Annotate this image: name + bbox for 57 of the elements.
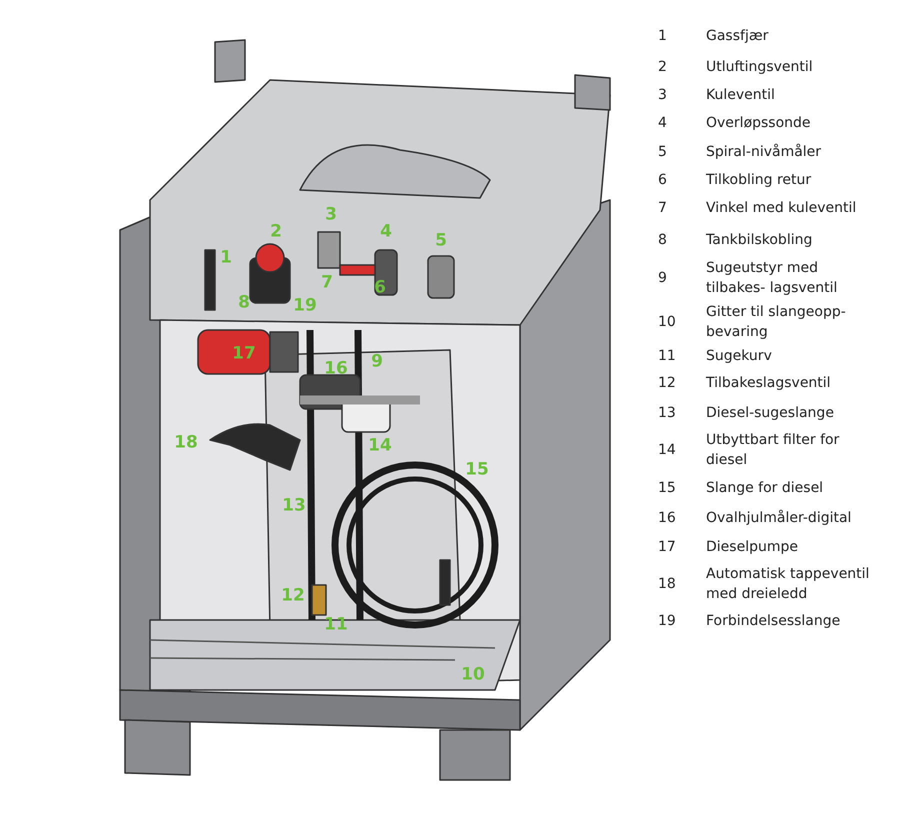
callout-number: 2 bbox=[270, 224, 282, 240]
callout-number: 18 bbox=[174, 434, 198, 452]
callout-number: 19 bbox=[293, 298, 317, 314]
item-number: 12 bbox=[658, 374, 676, 393]
callout-number: 10 bbox=[461, 666, 485, 684]
item-number: 16 bbox=[658, 509, 676, 528]
callout-number: 15 bbox=[465, 462, 489, 478]
part-name: Utluftingsventil bbox=[706, 58, 814, 77]
item-number: 2 bbox=[658, 58, 667, 77]
part-name: Overløpssonde bbox=[706, 114, 812, 133]
part-name: Sugekurv bbox=[706, 347, 773, 366]
callout-number: 5 bbox=[435, 232, 447, 250]
part-name: Automatisk tappeventil med dreieledd bbox=[706, 565, 870, 604]
item-number: 3 bbox=[658, 86, 667, 105]
part-name: Ovalhjulmåler-digital bbox=[706, 508, 852, 528]
item-number: 7 bbox=[658, 199, 667, 218]
callout-number: 3 bbox=[325, 206, 337, 224]
part-name: Sugeutstyr med tilbakes- lagsventil bbox=[706, 259, 838, 298]
callout-number: 8 bbox=[238, 294, 250, 312]
part-name: Utbyttbart filter for diesel bbox=[706, 431, 840, 470]
item-number: 19 bbox=[658, 612, 676, 631]
item-number: 8 bbox=[658, 231, 667, 250]
item-number: 5 bbox=[658, 143, 667, 162]
item-number: 17 bbox=[658, 538, 676, 557]
callout-number: 14 bbox=[368, 438, 392, 454]
part-name: Gitter til slangeopp- bevaring bbox=[706, 303, 847, 342]
item-number: 14 bbox=[658, 441, 676, 460]
part-name: Forbindelsesslange bbox=[706, 612, 842, 631]
item-number: 18 bbox=[658, 575, 676, 594]
item-number: 10 bbox=[658, 313, 676, 332]
item-number: 13 bbox=[658, 404, 676, 423]
callout-number: 13 bbox=[282, 498, 306, 514]
item-number: 6 bbox=[658, 171, 667, 190]
item-number: 15 bbox=[658, 479, 676, 498]
part-name: Tankbilskobling bbox=[706, 231, 814, 250]
callout-number: 4 bbox=[380, 224, 392, 240]
part-name: Vinkel med kuleventil bbox=[706, 199, 858, 218]
part-name: Dieselpumpe bbox=[706, 538, 799, 557]
callout-number: 1 bbox=[220, 250, 232, 266]
item-number: 11 bbox=[658, 347, 676, 366]
callout-number: 9 bbox=[371, 354, 383, 370]
callout-number: 7 bbox=[321, 274, 333, 292]
item-number: 1 bbox=[658, 27, 667, 46]
part-name: Slange for diesel bbox=[706, 479, 824, 498]
part-name: Kuleventil bbox=[706, 86, 776, 105]
callout-number: 12 bbox=[281, 588, 305, 604]
callout-number: 16 bbox=[324, 360, 348, 378]
part-name: Gassfjær bbox=[706, 27, 770, 46]
part-name: Tilbakeslagsventil bbox=[706, 374, 832, 393]
part-name: Diesel-sugeslange bbox=[706, 404, 835, 423]
item-number: 9 bbox=[658, 269, 667, 288]
part-name: Tilkobling retur bbox=[706, 171, 812, 190]
callout-number: 11 bbox=[324, 616, 348, 634]
item-number: 4 bbox=[658, 114, 667, 133]
callout-number: 6 bbox=[374, 280, 386, 296]
part-name: Spiral-nivåmåler bbox=[706, 142, 822, 162]
callout-number: 17 bbox=[232, 346, 256, 362]
